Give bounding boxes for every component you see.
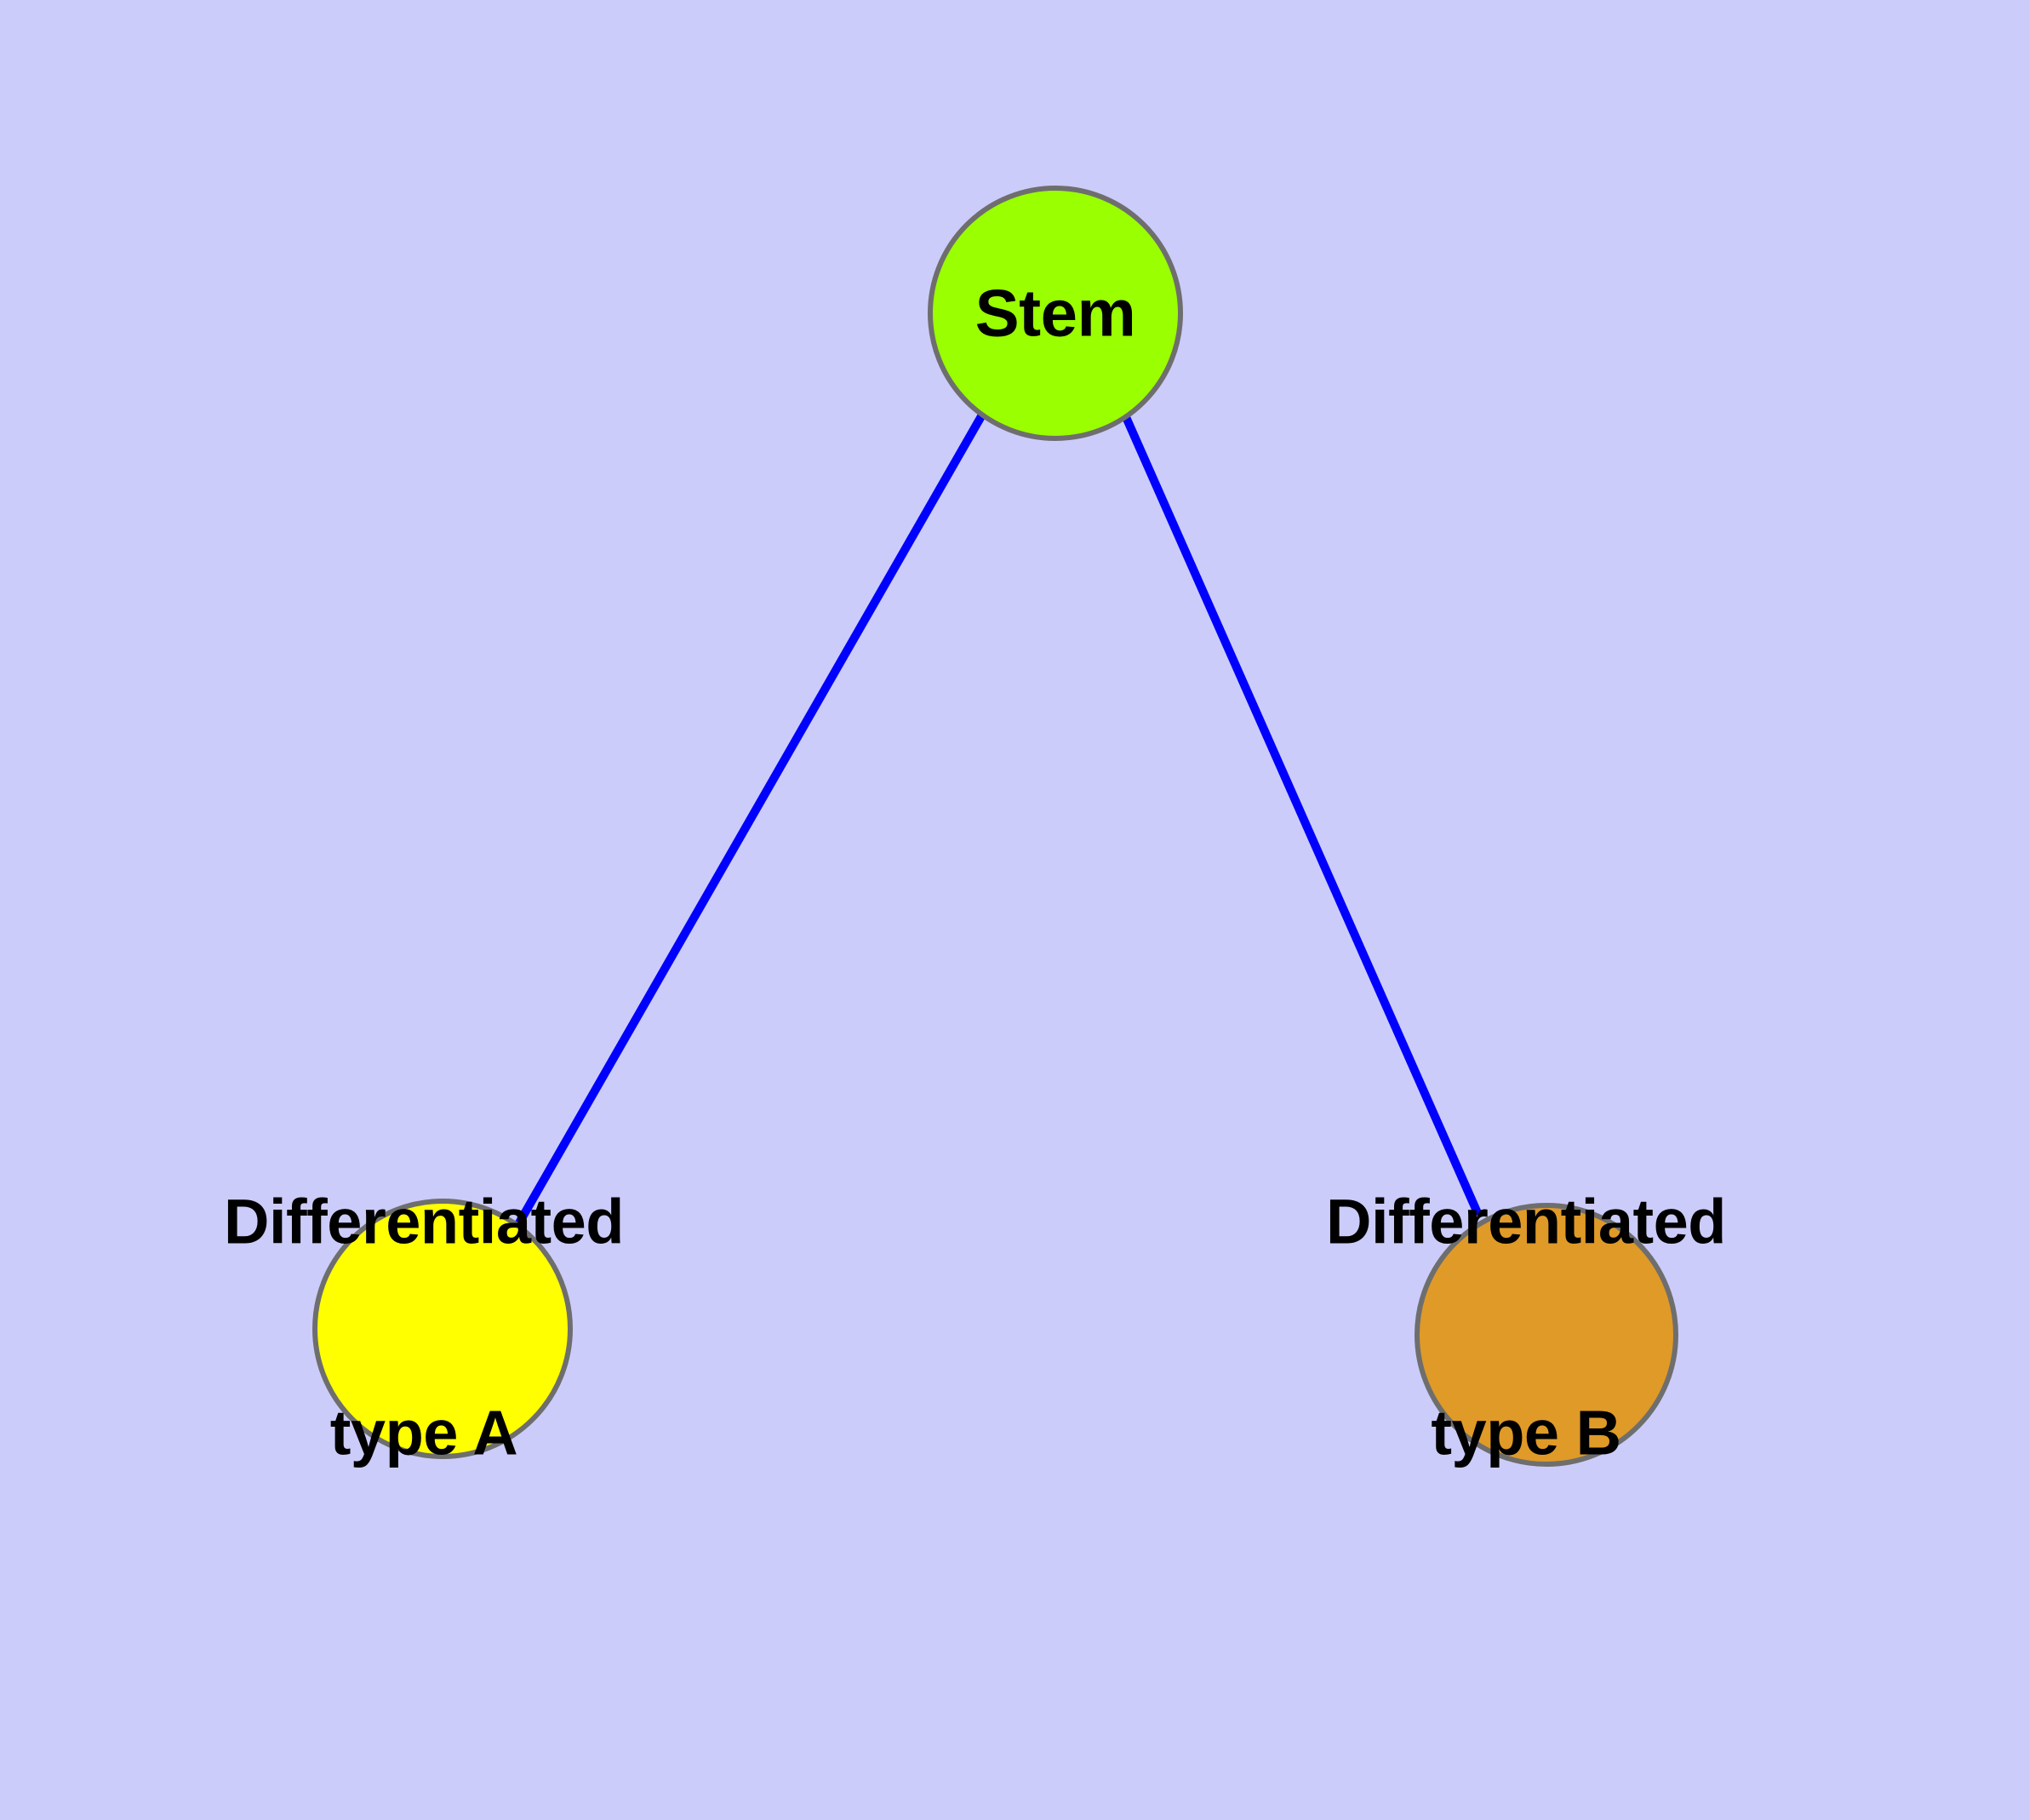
node-stem[interactable] (928, 186, 1183, 441)
edge-stem-to-type-b[interactable] (1122, 415, 1483, 1217)
node-layer (312, 186, 1678, 1467)
edge-layer (513, 414, 1483, 1228)
node-differentiated-type-b[interactable] (1415, 1203, 1678, 1467)
node-differentiated-type-a[interactable] (312, 1199, 573, 1459)
edge-stem-to-type-a[interactable] (513, 414, 986, 1228)
